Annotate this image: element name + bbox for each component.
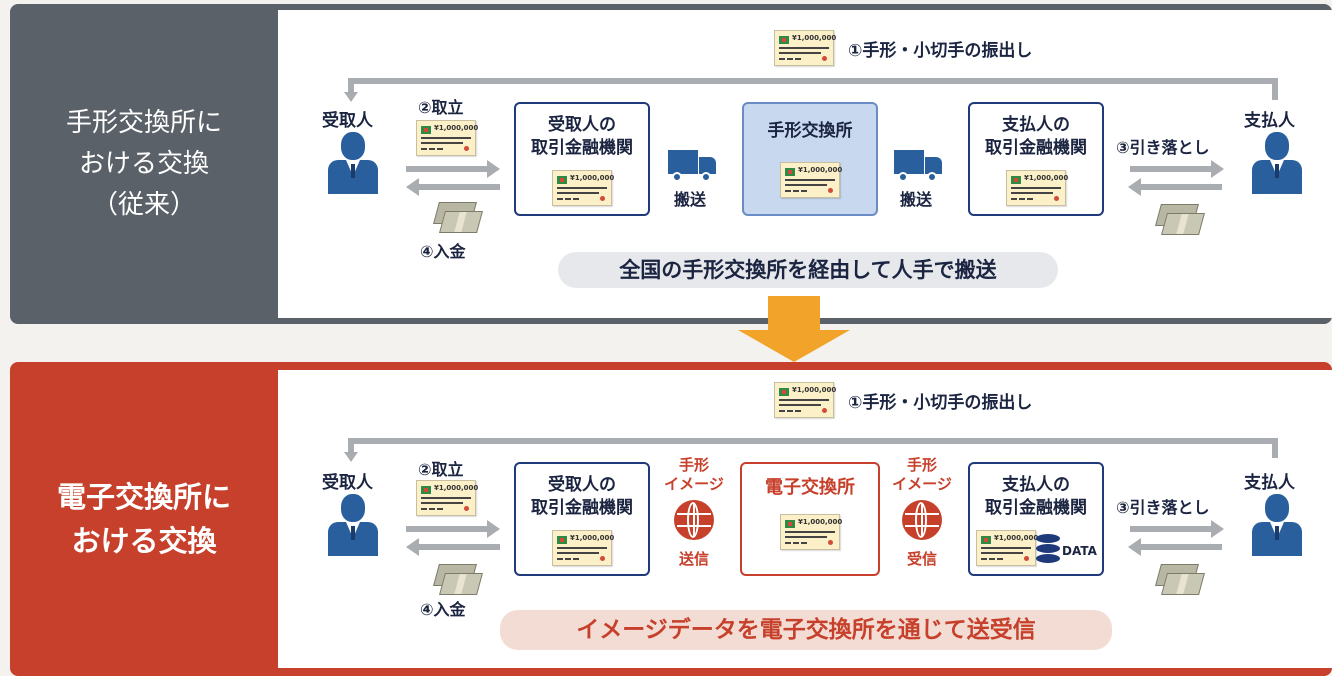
check-icon: ¥1,000,000	[552, 170, 614, 206]
issue-label: ①手形・小切手の振出し	[848, 393, 1033, 413]
issue-flow-line	[348, 78, 1278, 84]
issue-arrow-head	[344, 92, 358, 102]
check-icon: ¥1,000,000	[774, 30, 836, 66]
transport-label-1: 搬送	[674, 190, 707, 209]
issue-flow-line-left	[348, 438, 354, 454]
payment-arrow-icon	[1128, 178, 1222, 196]
debit-label: ③引き落とし	[1116, 138, 1210, 157]
check-icon: ¥1,000,000	[976, 530, 1038, 566]
issue-arrow-head	[344, 452, 358, 462]
payer-person-icon	[1252, 494, 1302, 556]
transport-label-2: 搬送	[900, 190, 933, 209]
check-icon: ¥1,000,000	[1006, 170, 1068, 206]
electronic-exchange-box: 電子交換所 ¥1,000,000	[740, 462, 880, 576]
deposit-label: ④入金	[420, 242, 466, 261]
image-send-title: 手形 イメージ	[664, 456, 724, 493]
deposit-arrow-icon	[406, 538, 500, 556]
globe-icon	[902, 500, 942, 540]
payer-person-icon	[1252, 132, 1302, 194]
truck-icon	[894, 150, 942, 182]
issue-flow-line-right	[1272, 78, 1278, 100]
check-icon: ¥1,000,000	[552, 530, 614, 566]
collect-arrow-icon	[406, 160, 500, 178]
debit-label: ③引き落とし	[1116, 498, 1210, 517]
payee-bank-box: 受取人の 取引金融機関 ¥1,000,000	[514, 102, 650, 216]
check-icon: ¥1,000,000	[780, 162, 842, 198]
payer-label: 支払人	[1244, 111, 1295, 131]
money-icon	[1155, 564, 1205, 595]
deposit-label: ④入金	[420, 600, 466, 619]
diagram-conventional: ¥1,000,000 ①手形・小切手の振出し 受取人 ②取立 ¥1,000,00…	[278, 10, 1332, 318]
payee-bank-box: 受取人の 取引金融機関 ¥1,000,000	[514, 462, 650, 576]
payee-person-icon	[328, 494, 378, 556]
truck-icon	[668, 150, 716, 182]
money-icon	[433, 202, 483, 233]
collect-label: ②取立	[418, 460, 464, 479]
down-arrow-icon	[738, 296, 850, 366]
data-label: DATA	[1062, 544, 1097, 558]
collect-label: ②取立	[418, 98, 464, 117]
panel-electronic: 電子交換所に おける交換 ¥1,000,000 ①手形・小切手の振出し 受取人 …	[10, 362, 1332, 676]
payer-bank-box: 支払人の 取引金融機関 ¥1,000,000 DATA	[968, 462, 1104, 576]
issue-flow-line-left	[348, 78, 354, 94]
payer-bank-box: 支払人の 取引金融機関 ¥1,000,000	[968, 102, 1104, 216]
check-icon: ¥1,000,000	[780, 514, 842, 550]
diagram-electronic: ¥1,000,000 ①手形・小切手の振出し 受取人 ②取立 ¥1,000,00…	[278, 370, 1332, 668]
issue-label: ①手形・小切手の振出し	[848, 41, 1033, 61]
image-receive-title: 手形 イメージ	[892, 456, 952, 493]
debit-arrow-icon	[1130, 160, 1224, 178]
money-icon	[1155, 204, 1205, 235]
payee-person-icon	[328, 132, 378, 194]
image-receive-label: 受信	[906, 550, 937, 568]
collect-arrow-icon	[406, 520, 500, 538]
issue-flow-line	[348, 438, 1278, 444]
globe-icon	[674, 500, 714, 540]
conventional-banner: 全国の手形交換所を経由して人手で搬送	[558, 252, 1058, 288]
payer-label: 支払人	[1244, 473, 1295, 493]
collect-check-icon: ¥1,000,000	[416, 120, 478, 156]
panel-title-electronic: 電子交換所に おける交換	[56, 480, 231, 558]
payee-label: 受取人	[322, 473, 373, 493]
electronic-banner: イメージデータを電子交換所を通じて送受信	[500, 610, 1112, 650]
payment-arrow-icon	[1128, 538, 1222, 556]
issue-flow-line-right	[1272, 438, 1278, 458]
panel-title-conventional: 手形交換所に おける交換 （従来）	[65, 107, 222, 220]
image-send-label: 送信	[678, 550, 709, 568]
money-icon	[433, 564, 483, 595]
collect-check-icon: ¥1,000,000	[416, 480, 478, 516]
panel-conventional: 手形交換所に おける交換 （従来） ¥1,000,000 ①手形・小切手の振出し…	[10, 4, 1332, 324]
payee-label: 受取人	[322, 111, 373, 131]
debit-arrow-icon	[1130, 520, 1224, 538]
deposit-arrow-icon	[406, 178, 500, 196]
database-icon	[1036, 534, 1060, 564]
clearing-house-box: 手形交換所 ¥1,000,000	[742, 102, 878, 216]
check-icon: ¥1,000,000	[774, 382, 836, 418]
